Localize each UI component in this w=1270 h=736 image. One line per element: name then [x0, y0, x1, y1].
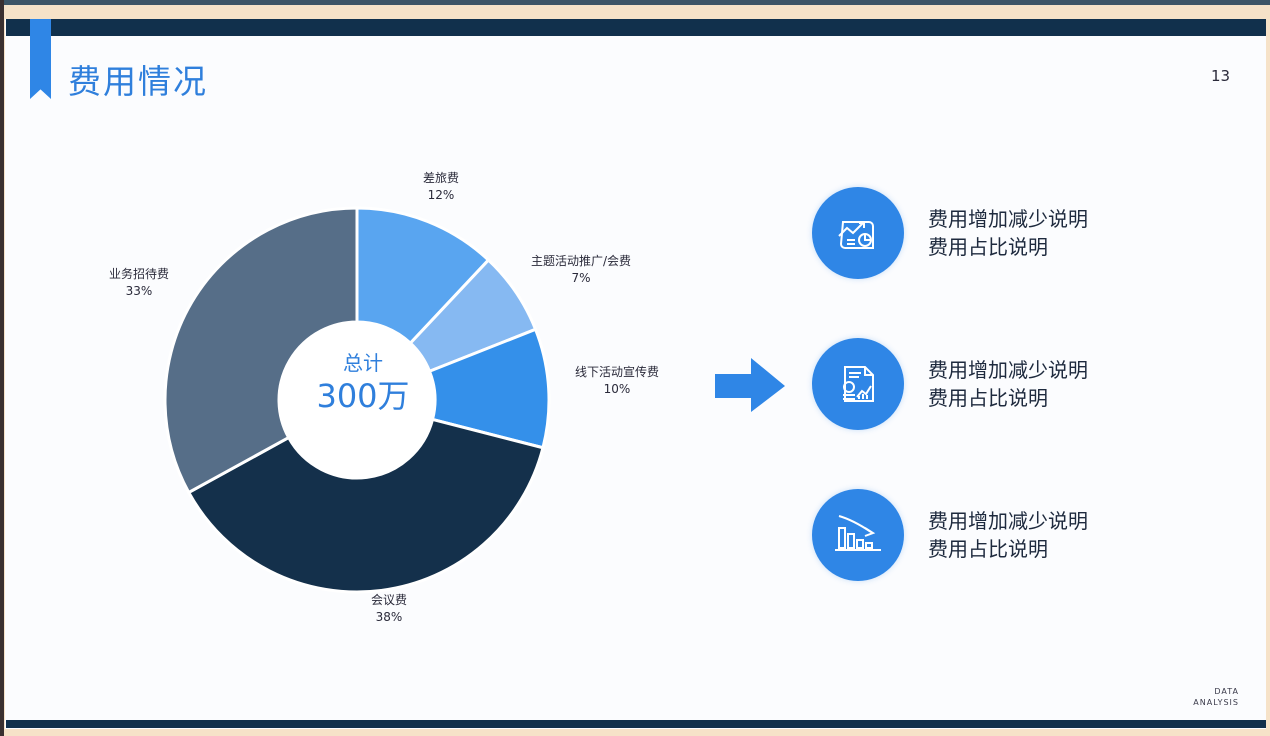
note-1-line-1: 费用增加减少说明 [928, 207, 1088, 231]
footer-line-1: DATA [1214, 687, 1239, 696]
right-arrow-icon [715, 358, 785, 412]
note-2-line-1: 费用增加减少说明 [928, 358, 1088, 382]
window-top-edge [0, 0, 1270, 5]
slice-label-percent: 7% [571, 271, 591, 285]
slice-label-percent: 38% [375, 610, 403, 624]
slice-label-name: 会议费 [370, 593, 408, 607]
data-analysis-mark: DATA ANALYSIS [1175, 686, 1239, 708]
page-number: 13 [1211, 67, 1231, 85]
slice-label-percent: 10% [603, 382, 631, 396]
bottom-bar [6, 720, 1266, 728]
slice-label-percent: 12% [427, 188, 455, 202]
total-value: 300万 [316, 377, 410, 415]
slice-label-4: 会议费 38% [371, 592, 407, 626]
report-chart-icon [812, 187, 904, 279]
note-3-line-2: 费用占比说明 [928, 537, 1048, 561]
bookmark-ribbon-icon [30, 19, 51, 99]
slice-label-1: 差旅费 12% [423, 170, 459, 204]
window-left-edge [0, 0, 4, 736]
slice-label-name: 业务招待费 [108, 267, 170, 281]
slice-label-5: 业务招待费 33% [109, 266, 169, 300]
slice-label-2: 主题活动推广/会费 7% [531, 253, 631, 287]
footer-line-2: ANALYSIS [1193, 698, 1239, 707]
donut-hole [279, 322, 435, 478]
slice-label-name: 差旅费 [422, 171, 460, 185]
note-item-2: 费用增加减少说明 费用占比说明 [812, 338, 1088, 430]
total-label: 总计 [343, 351, 383, 375]
note-1-line-2: 费用占比说明 [928, 235, 1048, 259]
slice-label-3: 线下活动宣传费 10% [575, 364, 659, 398]
finance-document-icon [812, 338, 904, 430]
slice-label-name: 线下活动宣传费 [574, 365, 660, 379]
note-3-line-1: 费用增加减少说明 [928, 509, 1088, 533]
note-2-line-2: 费用占比说明 [928, 386, 1048, 410]
note-item-3: 费用增加减少说明 费用占比说明 [812, 489, 1088, 581]
donut-chart [163, 206, 551, 594]
slice-label-name: 主题活动推广/会费 [530, 254, 632, 268]
slice-label-percent: 33% [125, 284, 153, 298]
donut-center-total: 总计 300万 [279, 350, 447, 416]
slide: 费用情况 13 差旅费 12% 主题活动推广/会费 7% 线下活动宣传费 10% 会议费 38… [5, 19, 1266, 729]
slide-title: 费用情况 [68, 62, 208, 101]
declining-bar-chart-icon [812, 489, 904, 581]
note-item-1: 费用增加减少说明 费用占比说明 [812, 187, 1088, 279]
top-bar [6, 19, 1266, 36]
